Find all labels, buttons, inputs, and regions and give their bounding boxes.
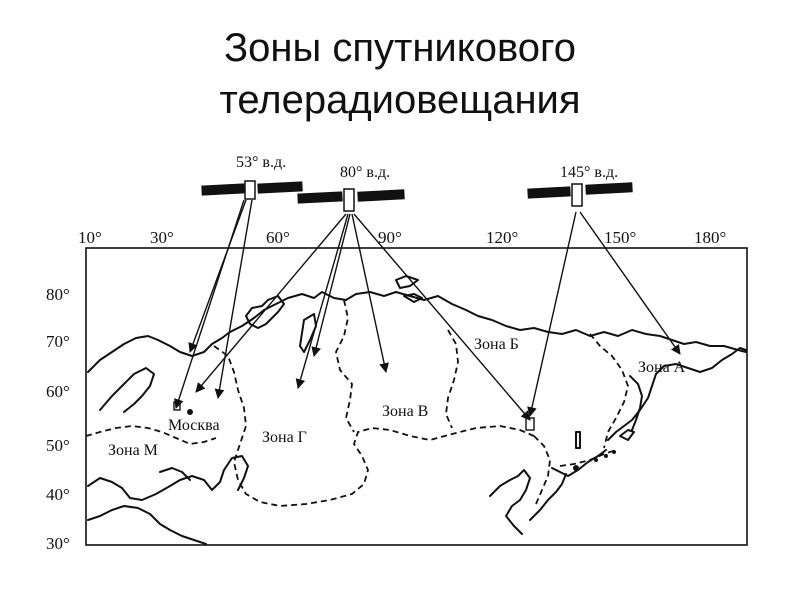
- latitude-tick: 60°: [46, 382, 70, 401]
- zone-b-label: Зона Б: [474, 336, 519, 353]
- latitude-tick: 50°: [46, 436, 70, 455]
- latitude-tick: 40°: [46, 485, 70, 504]
- longitude-tick: 90°: [378, 228, 402, 247]
- satellite-53: [201, 180, 303, 200]
- title-line-1: Зоны спутникового: [224, 26, 576, 70]
- zone-boundaries: [85, 299, 629, 507]
- longitude-tick: 180°: [694, 228, 726, 247]
- title-line-2: телерадиовещания: [219, 78, 581, 122]
- satellite-53-label: 53° в.д.: [236, 154, 286, 171]
- longitude-tick: 30°: [150, 228, 174, 247]
- latitude-tick: 80°: [46, 285, 70, 304]
- longitude-tick: 60°: [266, 228, 290, 247]
- longitude-tick: 150°: [604, 228, 636, 247]
- latitude-tick: 30°: [46, 534, 70, 553]
- latitude-tick: 70°: [46, 332, 70, 351]
- satellite-145: [527, 182, 633, 207]
- moscow-marker: [173, 401, 193, 415]
- longitude-tick: 120°: [486, 228, 518, 247]
- longitude-tick: 10°: [78, 228, 102, 247]
- zone-g-label: Зона Г: [262, 429, 307, 446]
- zone-v-label: Зона В: [382, 403, 428, 420]
- satellite-145-label: 145° в.д.: [560, 164, 618, 181]
- zone-m-label: Зона М: [108, 442, 158, 459]
- city-moscow-label: Москва: [168, 417, 220, 434]
- page-title: Зоны спутникового телерадиовещания: [0, 22, 800, 126]
- beam-lines: [174, 199, 681, 421]
- satellite-80: [297, 188, 405, 212]
- coastline: [87, 275, 747, 545]
- satellite-80-label: 80° в.д.: [340, 164, 390, 181]
- zone-a-label: Зона А: [638, 359, 686, 376]
- island-dots: [525, 417, 616, 471]
- map-frame: [85, 247, 748, 546]
